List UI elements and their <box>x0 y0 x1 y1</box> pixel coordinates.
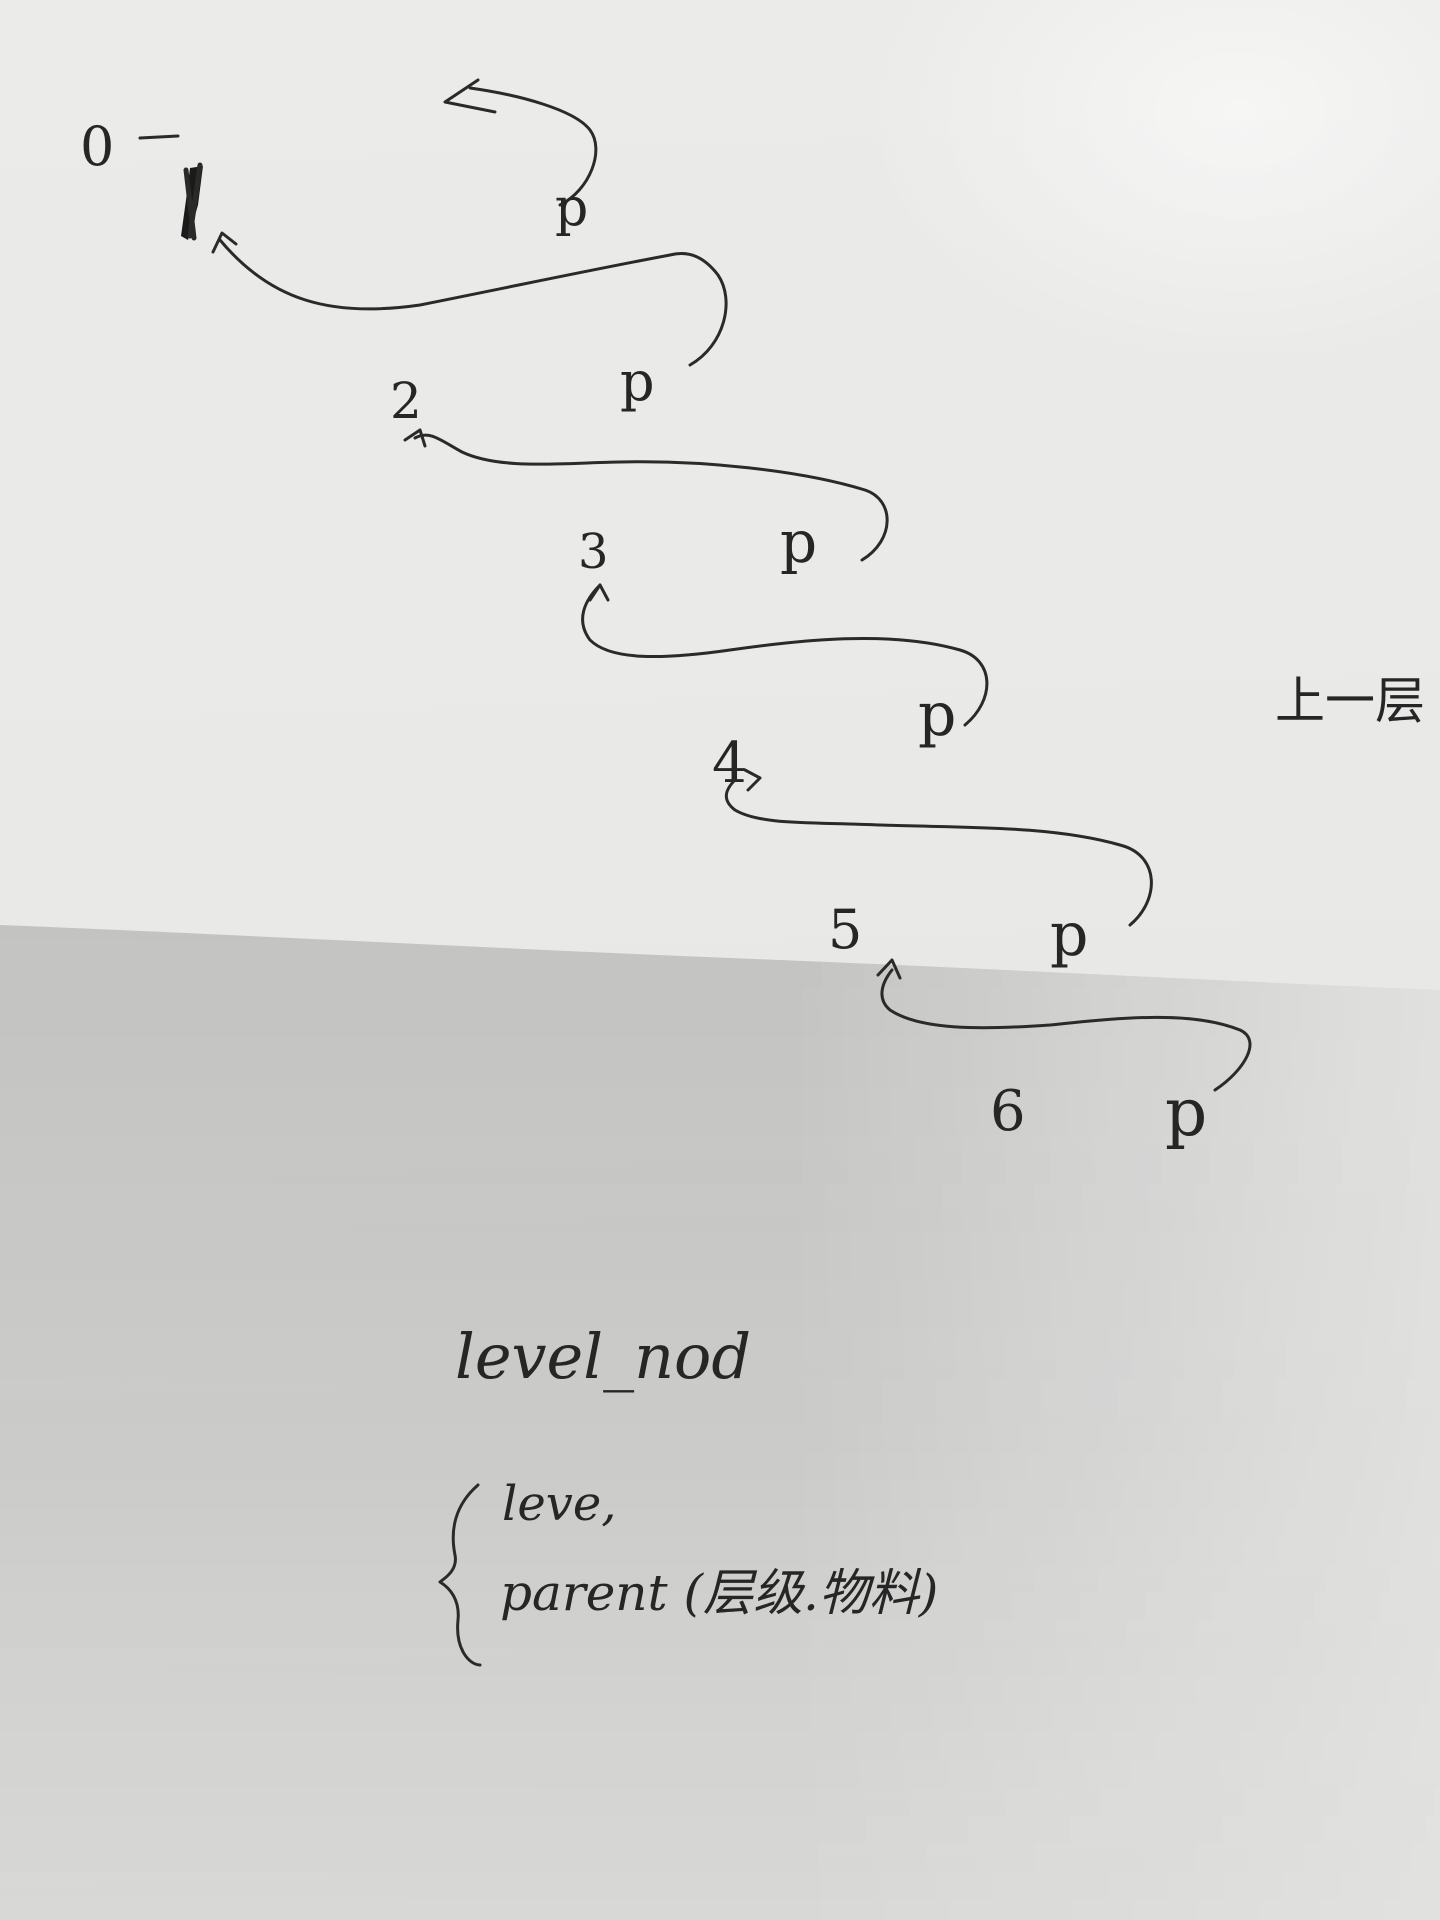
structure-name: level_nod <box>455 1320 751 1393</box>
parent-mark-4: p <box>1050 900 1088 970</box>
return-arrow-0 <box>468 86 598 207</box>
curly-brace <box>438 1483 482 1667</box>
return-arrow-5 <box>880 968 1252 1092</box>
level-label-0: 0 <box>80 115 114 178</box>
return-arrow-1 <box>218 238 728 367</box>
parent-mark-1: p <box>620 350 655 413</box>
level-0-dash <box>138 134 180 140</box>
level-label-5: 5 <box>828 898 862 961</box>
field-level: leve, <box>502 1476 617 1532</box>
parent-mark-5: p <box>1165 1074 1207 1151</box>
return-arrow-2 <box>413 433 889 562</box>
level-label-2: 2 <box>390 372 422 430</box>
return-arrow-4 <box>724 778 1153 927</box>
level-label-3: 3 <box>578 524 609 580</box>
parent-mark-0: p <box>555 178 588 238</box>
return-arrow-3 <box>581 583 989 727</box>
parent-mark-3: p <box>918 680 956 750</box>
field-parent: parent (层级.物料) <box>500 1564 938 1622</box>
level-label-6: 6 <box>990 1079 1026 1144</box>
side-note: 上一层 <box>1275 672 1425 730</box>
parent-mark-2: p <box>780 508 817 576</box>
